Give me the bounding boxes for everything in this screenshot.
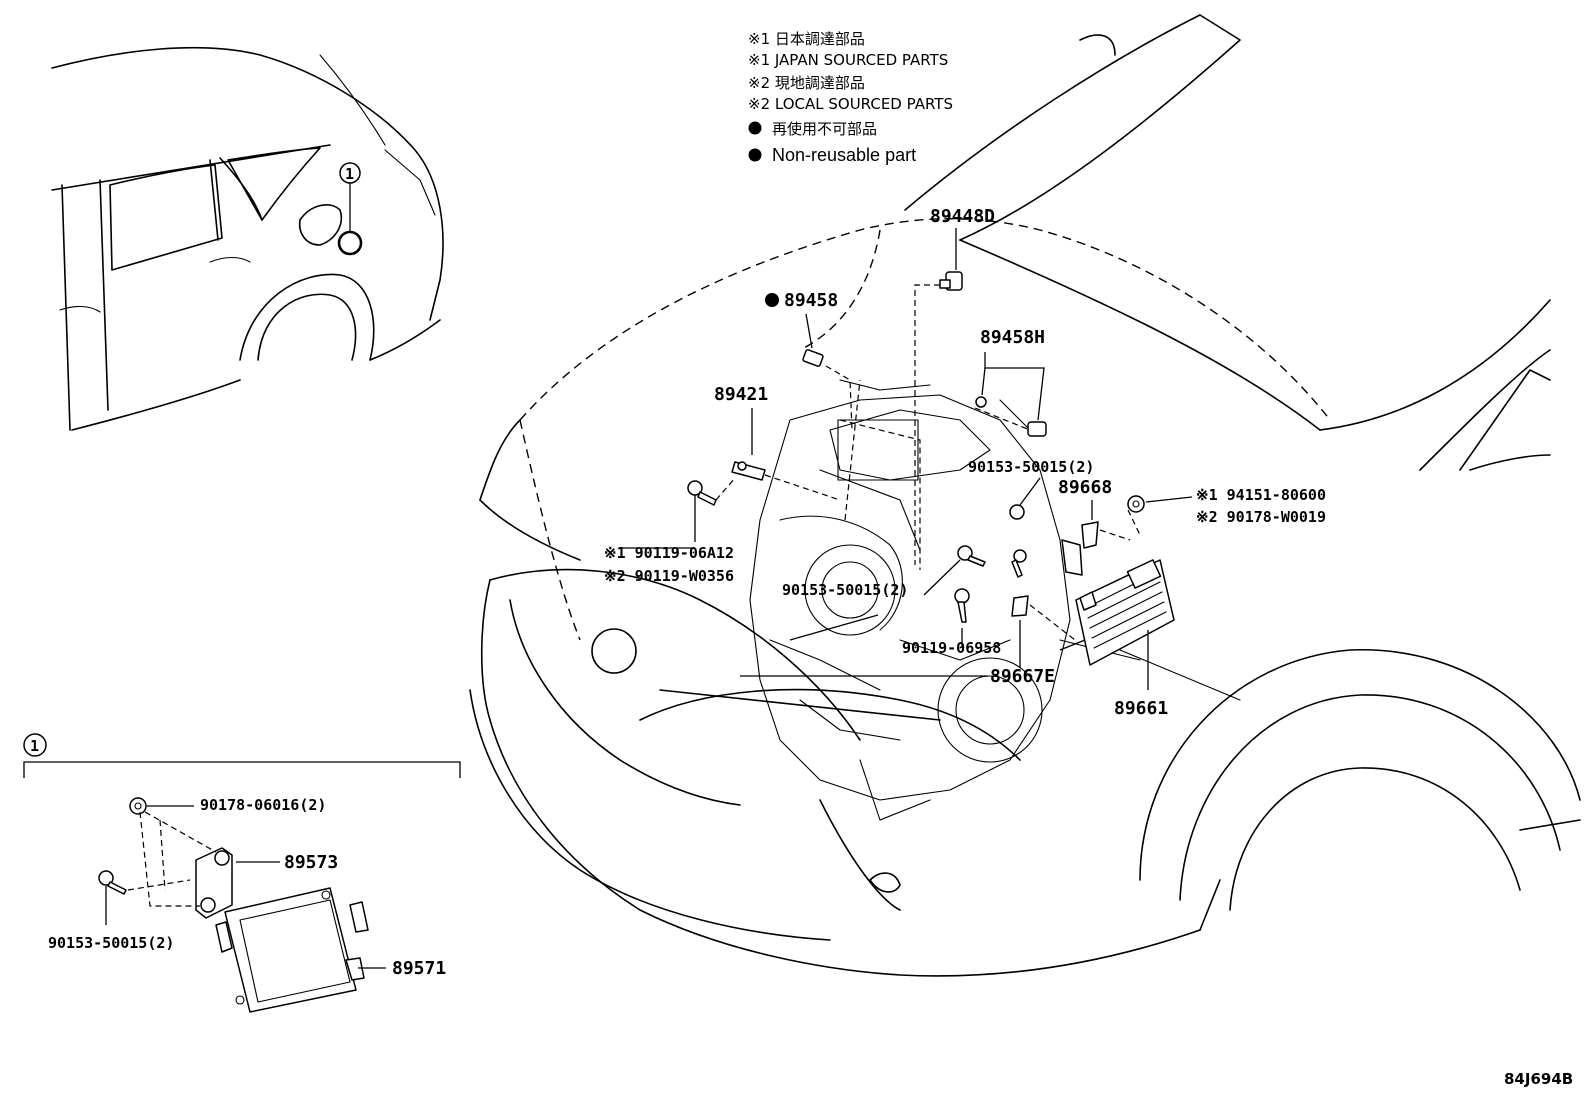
detail-1-group: 1 90178-06016(2) 89573 90153-50015(2) — [23, 733, 461, 1013]
legend-japan-jp: ※1 日本調達部品 — [748, 30, 865, 48]
ecu-89661 — [1075, 559, 1175, 666]
label-89448D: 89448D — [930, 206, 995, 227]
label-89668: 89668 — [1058, 477, 1112, 498]
gasket-89458H — [975, 396, 987, 408]
label-89458: 89458 — [784, 290, 838, 311]
legend: ※1 日本調達部品 ※1 JAPAN SOURCED PARTS ※2 現地調達… — [748, 30, 953, 165]
label-89421: 89421 — [714, 384, 768, 405]
plug-89458H — [1027, 421, 1047, 437]
legend-local-jp: ※2 現地調達部品 — [748, 74, 865, 92]
front-vehicle-view — [469, 14, 1581, 977]
legend-nonreusable-jp: 再使用不可部品 — [772, 120, 877, 138]
bracket-89667E — [1011, 595, 1029, 617]
engine-transaxle — [749, 379, 1071, 821]
bolt-90153-middle — [957, 545, 986, 567]
label-90178-06016: 90178-06016(2) — [200, 796, 326, 814]
label-90178-W0019: ※2 90178-W0019 — [1196, 508, 1326, 526]
legend-japan-en: ※1 JAPAN SOURCED PARTS — [748, 51, 948, 69]
label-90153-middle: 90153-50015(2) — [782, 581, 908, 599]
diagram-code: 84J694B — [1504, 1070, 1573, 1088]
bolt-90153-middle-b — [1011, 549, 1027, 578]
label-90119-06958: 90119-06958 — [902, 639, 1001, 657]
label-90153-detail: 90153-50015(2) — [48, 934, 174, 952]
bracket-89668 — [1061, 521, 1099, 576]
sensor-89448D — [939, 271, 963, 291]
label-89661: 89661 — [1114, 698, 1168, 719]
legend-local-en: ※2 LOCAL SOURCED PARTS — [748, 95, 953, 113]
sensor-89421 — [731, 461, 766, 481]
nut-90178-06016 — [129, 797, 147, 815]
bolt-90119-06958 — [954, 588, 970, 623]
detail-callout-number: 1 — [30, 737, 39, 755]
bolt-90153-detail — [98, 870, 127, 895]
label-90119-W0356: ※2 90119-W0356 — [604, 567, 734, 585]
non-reusable-dot-icon — [748, 121, 762, 135]
bracket-89573 — [195, 847, 233, 919]
label-89458H: 89458H — [980, 327, 1045, 348]
inset-callout-number: 1 — [345, 165, 354, 183]
label-89573: 89573 — [284, 852, 338, 873]
non-reusable-dot-icon — [748, 148, 762, 162]
ecu-89571 — [215, 887, 369, 1013]
non-reusable-dot-icon — [765, 293, 779, 307]
bolt-90153-upper — [1009, 504, 1025, 520]
legend-nonreusable-en: Non-reusable part — [772, 145, 916, 165]
label-94151: ※1 94151-80600 — [1196, 486, 1326, 504]
detail-callout-circle — [23, 733, 47, 757]
label-89667E: 89667E — [990, 666, 1055, 687]
nut-94151 — [1127, 495, 1145, 513]
plug-89458 — [802, 349, 824, 367]
label-90153-upper: 90153-50015(2) — [968, 458, 1094, 476]
bolt-90119 — [687, 480, 717, 506]
parts-callouts: 89448D 89458 89458H 89421 — [604, 206, 1326, 719]
label-90119-06A12: ※1 90119-06A12 — [604, 544, 734, 562]
part-location-circle — [337, 230, 363, 256]
rear-vehicle-inset: 1 — [51, 46, 444, 431]
label-89571: 89571 — [392, 958, 446, 979]
